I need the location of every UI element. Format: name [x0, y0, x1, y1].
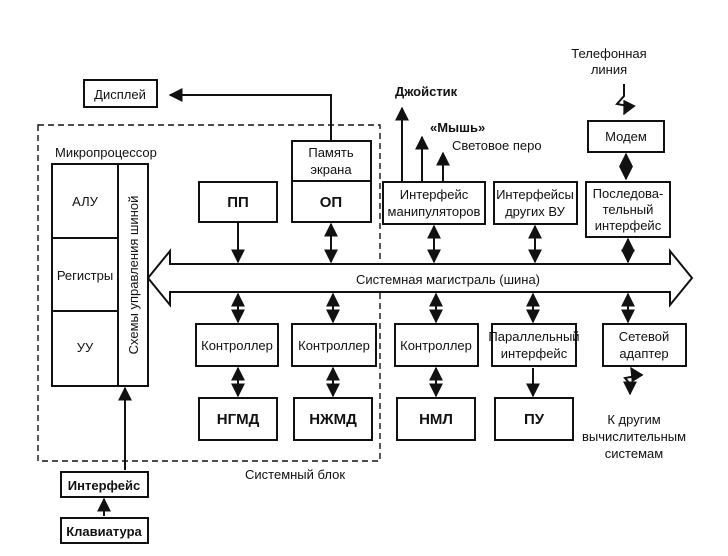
manip-interface-line1: Интерфейс	[400, 187, 469, 202]
cpu-units-box	[51, 163, 119, 387]
system-bus	[146, 248, 694, 308]
registers-label: Регистры	[57, 268, 113, 283]
pu-box	[494, 397, 574, 441]
parallel-interface-line1: Параллельный	[488, 329, 579, 344]
parallel-interface-line2: интерфейс	[501, 346, 568, 361]
phone-line-line2: линия	[591, 62, 627, 77]
display-label: Дисплей	[94, 87, 146, 102]
screen-to-display-arrow	[168, 88, 332, 141]
controller2-box	[291, 323, 377, 367]
controller2-label: Контроллер	[298, 338, 370, 353]
ngmd-label: НГМД	[217, 411, 260, 428]
network-adapter-box	[602, 323, 687, 367]
uu-label: УУ	[77, 340, 94, 355]
pu-label: ПУ	[524, 411, 545, 428]
other-systems-line1: К другим	[607, 412, 660, 427]
network-zigzag	[623, 366, 644, 396]
nml-box	[396, 397, 476, 441]
joystick-label: Джойстик	[395, 84, 458, 99]
system-unit-label: Системный блок	[245, 467, 345, 482]
microprocessor-label: Микропроцессор	[55, 145, 157, 160]
display-box	[83, 79, 158, 108]
manip-interface-line2: манипуляторов	[388, 204, 481, 219]
controller1-label: Контроллер	[201, 338, 273, 353]
other-vu-box	[493, 181, 578, 225]
nzhmd-label: НЖМД	[309, 411, 357, 428]
system-bus-label: Системная магистраль (шина)	[356, 272, 540, 287]
screen-memory-line2: экрана	[310, 162, 352, 177]
controller3-box	[394, 323, 479, 367]
ngmd-box	[198, 397, 278, 441]
modem-box	[587, 120, 665, 153]
keyboard-label: Клавиатура	[66, 524, 142, 539]
phone-line-line1: Телефонная	[571, 46, 646, 61]
alu-label: АЛУ	[72, 194, 98, 209]
serial-interface-line3: интерфейс	[595, 218, 662, 233]
other-systems-line2: вычислительным	[582, 429, 686, 444]
controller1-box	[195, 323, 279, 367]
serial-interface-line1: Последова-	[593, 186, 664, 201]
op-label: ОП	[320, 194, 342, 211]
nzhmd-box	[293, 397, 373, 441]
other-vu-line2: других ВУ	[505, 204, 566, 219]
mouse-label: «Мышь»	[430, 120, 485, 135]
pp-label: ПП	[227, 194, 249, 211]
network-adapter-line2: адаптер	[619, 346, 668, 361]
parallel-interface-box	[491, 323, 577, 367]
network-adapter-line1: Сетевой	[619, 329, 669, 344]
light-pen-label: Световое перо	[452, 138, 542, 153]
keyboard-interface-label: Интерфейс	[68, 478, 140, 493]
controller3-label: Контроллер	[400, 338, 472, 353]
phone-line-zigzag	[615, 84, 636, 116]
keyboard-interface-box	[60, 471, 149, 498]
manip-interface-box	[382, 181, 486, 225]
pp-box	[198, 181, 278, 223]
keyboard-box	[60, 517, 149, 544]
other-vu-line1: Интерфейсы	[496, 187, 574, 202]
screen-memory-line1: Память	[308, 145, 354, 160]
nml-label: НМЛ	[419, 411, 453, 428]
screen-memory-box	[291, 140, 372, 182]
other-systems-line3: системам	[605, 446, 663, 461]
bus-control-label: Схемы управления шиной	[126, 196, 141, 355]
op-box	[291, 180, 372, 223]
modem-label: Модем	[605, 129, 647, 144]
serial-interface-box	[585, 181, 671, 238]
serial-interface-line2: тельный	[603, 202, 654, 217]
bus-control-box	[117, 163, 149, 387]
